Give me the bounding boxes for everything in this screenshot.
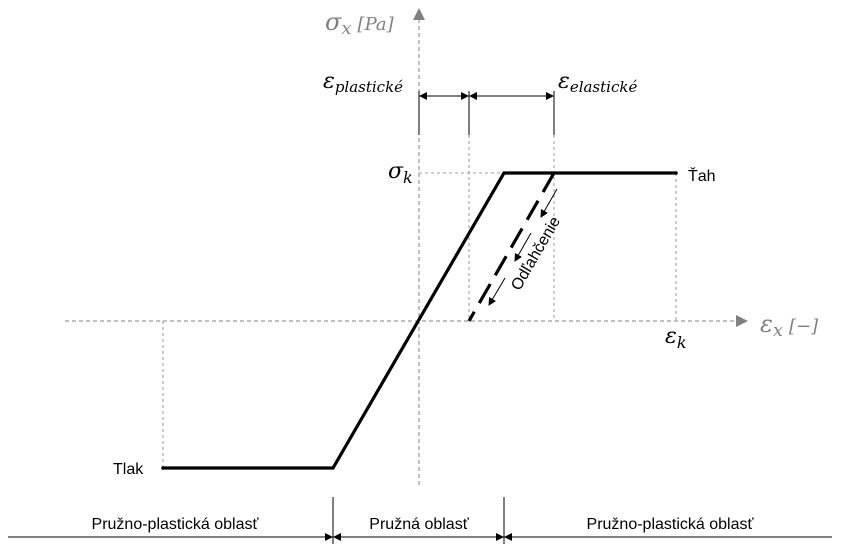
stress-strain-curve — [163, 171, 676, 470]
y-axis-label: σx[Pa] — [325, 8, 395, 39]
sigma-k-label: σk — [388, 159, 413, 187]
unloading-arrows — [488, 188, 558, 306]
tension-end-point — [674, 171, 678, 175]
strain-dimensions — [418, 91, 555, 135]
tension-label: Ťah — [688, 166, 716, 185]
region-middle-label: Pružná oblasť — [369, 516, 469, 533]
eps-plastic-label: εplastické — [323, 69, 403, 96]
compression-label: Tlak — [113, 461, 144, 478]
region-right-label: Pružno-plastická oblasť — [587, 516, 755, 533]
compression-end-point — [161, 466, 165, 470]
eps-elastic-label: εelastické — [558, 69, 637, 96]
x-axis-label: εx[−] — [760, 310, 819, 341]
region-left-label: Pružno-plastická oblasť — [92, 516, 260, 533]
region-dividers — [250, 497, 600, 544]
unloading-label: Odľahčenie — [508, 214, 564, 294]
unloading-line — [467, 172, 556, 322]
eps-k-label: εk — [665, 324, 687, 352]
